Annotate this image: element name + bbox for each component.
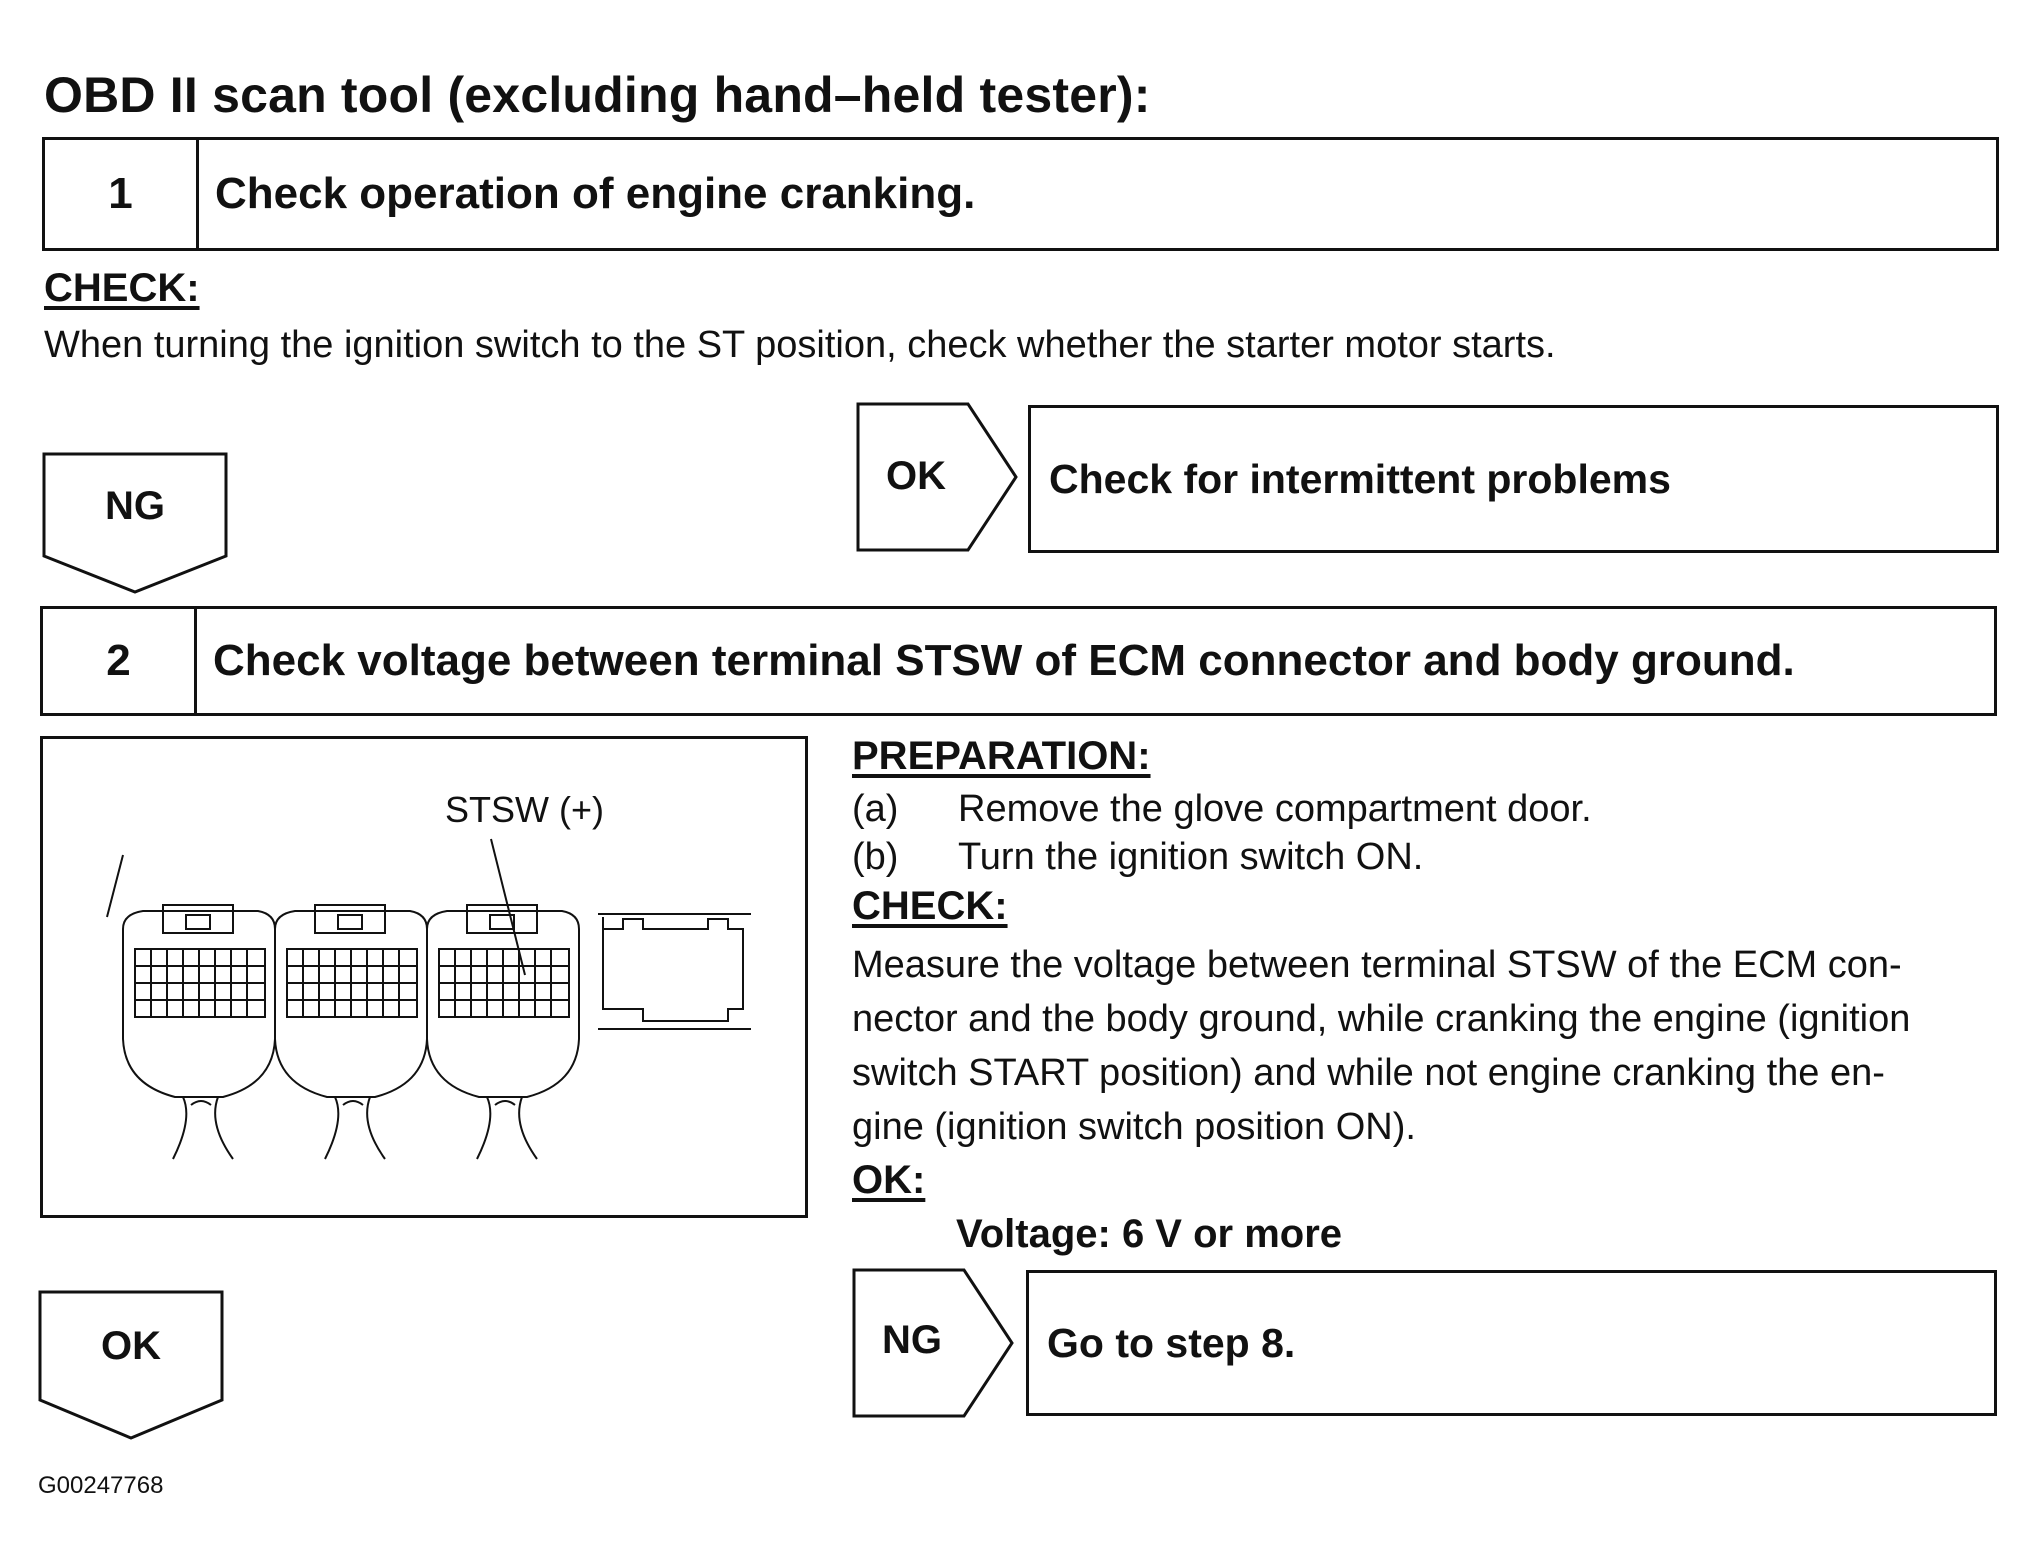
step-1-header: 1 Check operation of engine cranking. bbox=[42, 137, 1999, 251]
ecm-connector-diagram: STSW (+) bbox=[40, 736, 808, 1218]
step-2-number: 2 bbox=[43, 609, 197, 713]
page-title: OBD II scan tool (excluding hand–held te… bbox=[44, 67, 1151, 123]
prep-text-b: Turn the ignition switch ON. bbox=[958, 836, 1424, 878]
check-line: switch START position) and while not eng… bbox=[852, 1052, 1885, 1094]
check-line: nector and the body ground, while cranki… bbox=[852, 998, 1911, 1040]
connector-3 bbox=[426, 904, 580, 1160]
step-1-ok-label: OK bbox=[886, 454, 946, 498]
step-1-check-text: When turning the ignition switch to the … bbox=[44, 324, 1556, 366]
step-2-ok-arrow: OK bbox=[38, 1290, 224, 1440]
right-arrow-shape bbox=[852, 1268, 1014, 1418]
prep-text-a: Remove the glove compartment door. bbox=[958, 788, 1592, 830]
step-1-ok-result: Check for intermittent problems bbox=[1028, 405, 1999, 553]
ok-spec-value: Voltage: 6 V or more bbox=[956, 1212, 1343, 1256]
preparation-label: PREPARATION: bbox=[852, 734, 1151, 778]
prep-item-a: (a) Remove the glove compartment door. bbox=[852, 782, 1592, 836]
prep-marker-b: (b) bbox=[852, 836, 899, 878]
step-1-check-label: CHECK: bbox=[44, 266, 200, 310]
prep-item-b: (b) Turn the ignition switch ON. bbox=[852, 830, 1423, 884]
connector-drawing bbox=[106, 838, 751, 1160]
step-1-number: 1 bbox=[45, 140, 199, 248]
step-2-check-label: CHECK: bbox=[852, 884, 1008, 928]
step-1-title: Check operation of engine cranking. bbox=[215, 169, 976, 218]
figure-id: G00247768 bbox=[38, 1472, 164, 1499]
step-2-ng-label: NG bbox=[882, 1318, 942, 1362]
prep-marker-a: (a) bbox=[852, 788, 899, 830]
step-2-ng-result: Go to step 8. bbox=[1026, 1270, 1997, 1416]
check-line: Measure the voltage between terminal STS… bbox=[852, 944, 1902, 986]
step-2-header: 2 Check voltage between terminal STSW of… bbox=[40, 606, 1997, 716]
stsw-terminal-label: STSW (+) bbox=[445, 789, 604, 830]
connector-1 bbox=[122, 904, 276, 1160]
step-2-title: Check voltage between terminal STSW of E… bbox=[213, 636, 1795, 685]
step-2-ng-arrow: NG bbox=[852, 1268, 1018, 1418]
connector-2 bbox=[274, 904, 428, 1160]
step-1-ng-arrow: NG bbox=[42, 452, 228, 594]
down-arrow-shape bbox=[42, 452, 228, 594]
step-1-ng-label: NG bbox=[105, 484, 165, 528]
step-2-ok-label: OK bbox=[101, 1324, 161, 1368]
down-arrow-shape bbox=[38, 1290, 224, 1440]
ok-spec-label: OK: bbox=[852, 1158, 926, 1202]
step-2-check-text: Measure the voltage between terminal STS… bbox=[852, 938, 1910, 1154]
right-arrow-shape bbox=[856, 402, 1018, 552]
check-line: gine (ignition switch position ON). bbox=[852, 1106, 1416, 1148]
step-1-ok-arrow: OK bbox=[856, 402, 1022, 552]
